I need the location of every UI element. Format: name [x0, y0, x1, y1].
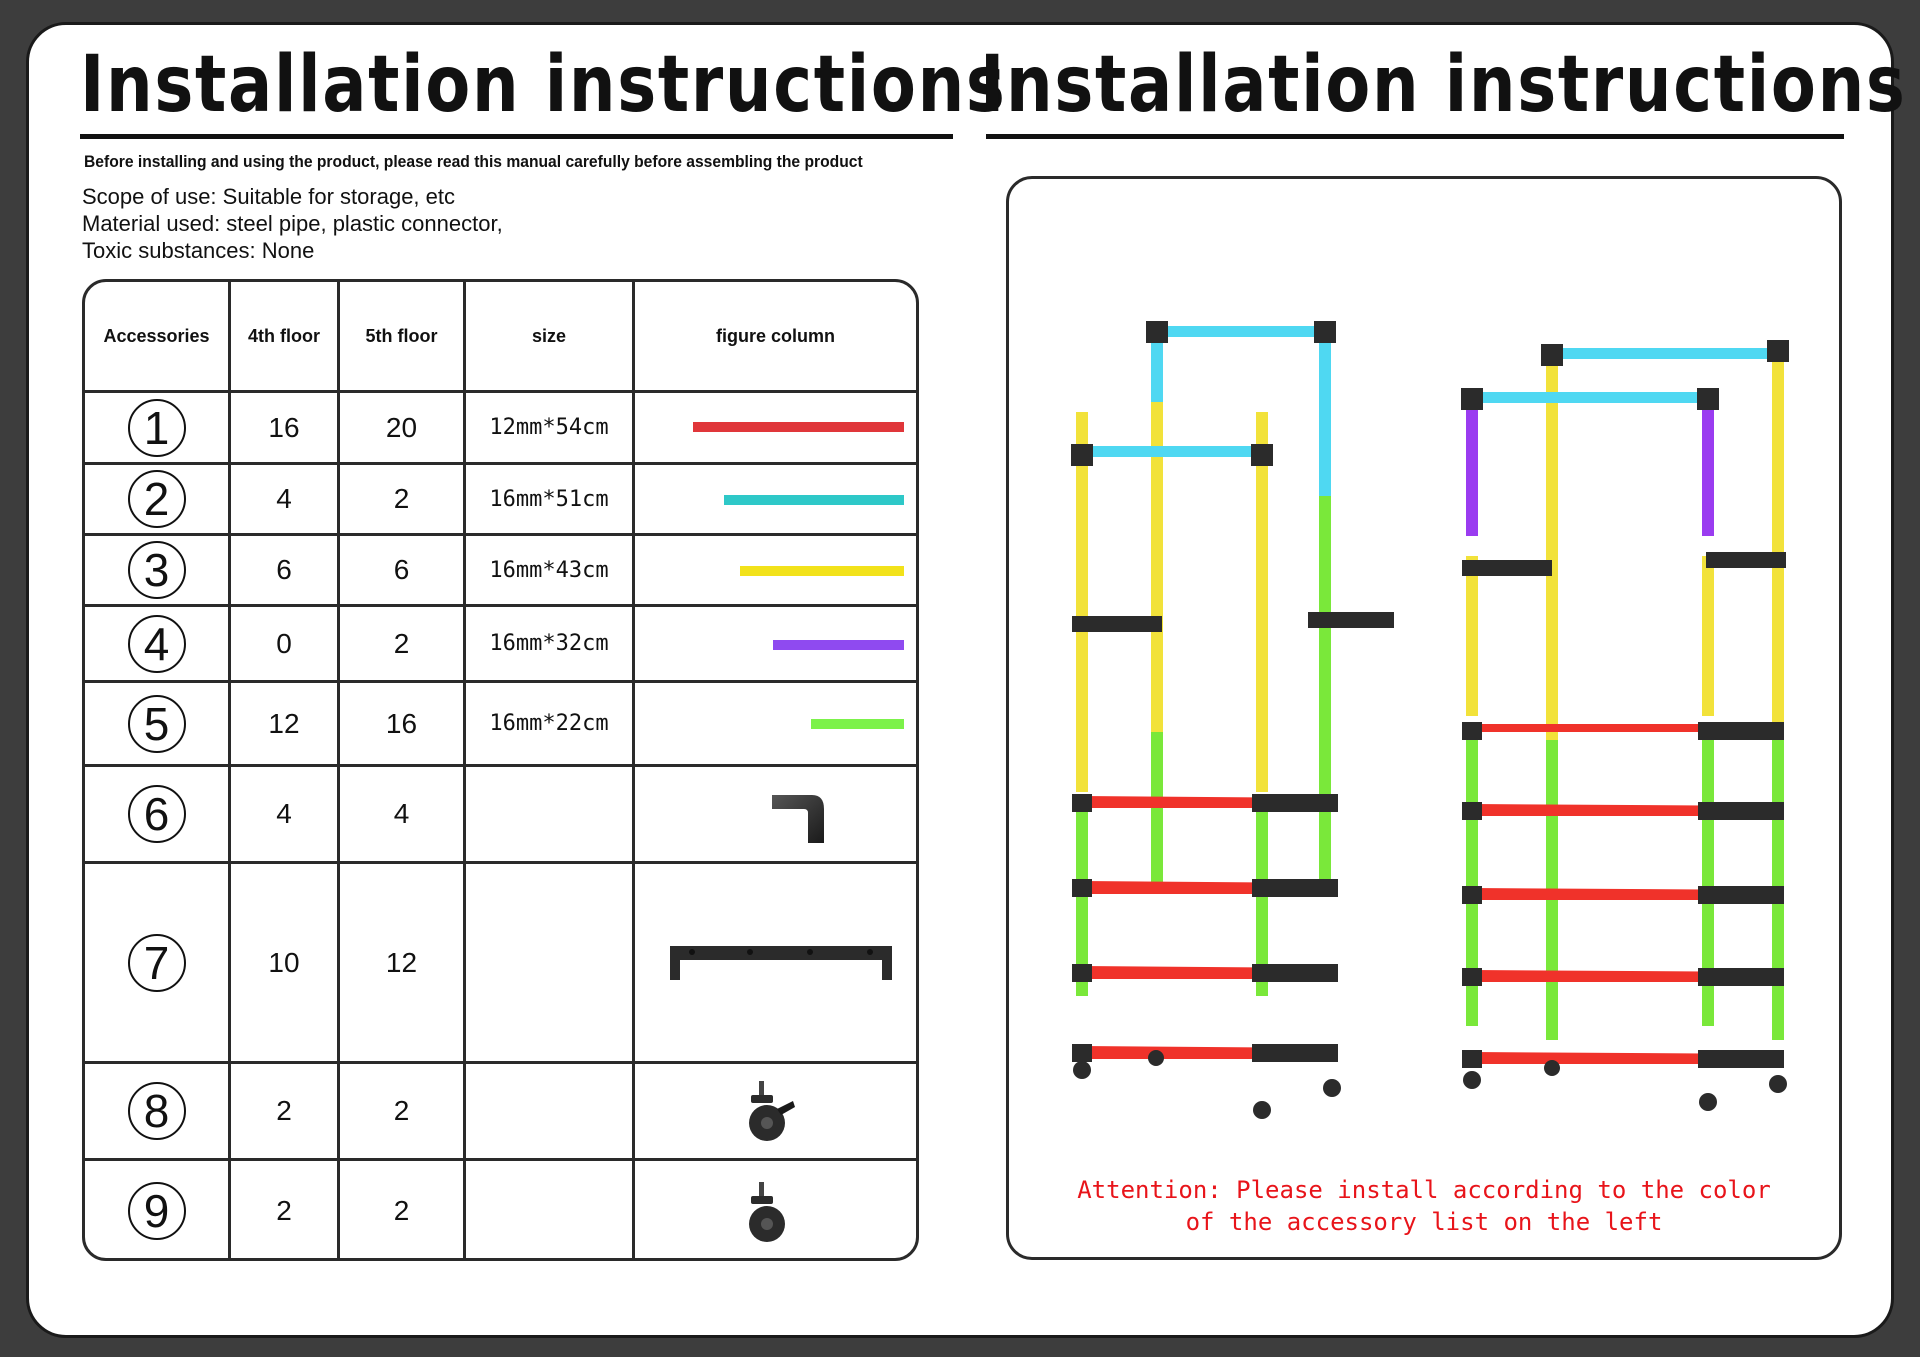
- qty-4th-floor: 6: [276, 554, 292, 585]
- qty-4th-floor: 12: [268, 707, 300, 739]
- qty-5th-floor: 16: [385, 707, 418, 739]
- accessory-number: 6: [127, 785, 186, 843]
- size-value: 16mm*32cm: [489, 631, 609, 656]
- size-value: 16mm*51cm: [489, 486, 609, 512]
- accessory-number: 9: [127, 1182, 186, 1240]
- row-divider: [85, 462, 916, 465]
- row-divider: [85, 604, 916, 607]
- qty-5th-floor: 2: [393, 1095, 410, 1126]
- qty-4th-floor: 4: [276, 483, 292, 514]
- row-divider: [85, 1061, 916, 1064]
- illustration-panel: [1006, 176, 1842, 1260]
- accessory-number: 2: [127, 470, 186, 528]
- 5th-floor-rack: [1461, 340, 1789, 1111]
- accessories-table: Accessories 4th floor 5th floor size fig…: [82, 279, 919, 1261]
- header-5th-floor: 5th floor: [365, 325, 438, 346]
- row-divider: [85, 861, 916, 864]
- title-underline-left: [80, 134, 953, 139]
- header-accessories: Accessories: [103, 325, 210, 346]
- spec-toxic: Toxic substances: None: [82, 238, 315, 263]
- qty-5th-floor: 20: [385, 411, 418, 443]
- table-row: 1: [85, 393, 228, 462]
- header-figure-column: figure column: [715, 325, 835, 346]
- col-divider: [228, 282, 231, 1258]
- elbow-connector-icon: [772, 795, 824, 843]
- spec-scope: Scope of use: Suitable for storage, etc: [82, 184, 456, 209]
- table-row: 6: [85, 767, 228, 861]
- table-row: 3: [85, 536, 228, 604]
- attention-note-line-1: Attention: Please install according to t…: [1077, 1176, 1771, 1204]
- col-divider: [337, 282, 340, 1258]
- header-4th-floor: 4th floor: [248, 325, 320, 346]
- red-tube-figure: [693, 422, 904, 432]
- qty-5th-floor: 4: [393, 798, 410, 829]
- yellow-tube-figure: [740, 566, 904, 576]
- row-divider: [85, 764, 916, 767]
- qty-4th-floor: 16: [268, 411, 300, 443]
- title-underline-right: [986, 134, 1844, 139]
- row-divider: [85, 533, 916, 536]
- attention-note-line-2: of the accessory list on the left: [1185, 1208, 1663, 1236]
- accessory-number: 1: [127, 398, 186, 457]
- qty-5th-floor: 2: [393, 483, 410, 514]
- header-size: size: [531, 325, 567, 346]
- size-value: 12mm*54cm: [489, 415, 609, 440]
- size-value: 16mm*22cm: [489, 711, 609, 736]
- qty-5th-floor: 6: [393, 554, 410, 585]
- size-value: 16mm*43cm: [489, 557, 609, 583]
- green-tube-figure: [811, 719, 904, 729]
- row-divider: [85, 1158, 916, 1161]
- qty-4th-floor: 0: [276, 627, 292, 659]
- purple-tube-figure: [773, 640, 904, 650]
- accessory-number: 8: [127, 1082, 186, 1140]
- caster-wheel-icon: [749, 1182, 785, 1242]
- subtitle: Before installing and using the product,…: [84, 152, 863, 171]
- title-right: Installation instructions: [980, 40, 1907, 130]
- row-divider: [85, 390, 916, 393]
- table-row: 9: [85, 1161, 228, 1258]
- qty-5th-floor: 12: [385, 946, 418, 978]
- table-row: 7: [85, 864, 228, 1061]
- crossbar-connector-icon: [670, 946, 892, 980]
- accessory-number: 3: [127, 541, 186, 599]
- spec-material: Material used: steel pipe, plastic conne…: [82, 211, 503, 236]
- row-divider: [85, 680, 916, 683]
- qty-5th-floor: 2: [393, 1195, 410, 1226]
- title-left: Installation instructions: [80, 40, 1007, 130]
- qty-4th-floor: 2: [276, 1195, 292, 1226]
- accessory-number: 7: [127, 933, 186, 992]
- 4th-floor-rack: [1071, 321, 1394, 1119]
- cyan-tube-figure: [724, 495, 904, 505]
- accessory-number: 4: [127, 614, 186, 673]
- caster-wheel-brake-icon: [749, 1081, 795, 1141]
- col-divider: [463, 282, 466, 1258]
- qty-4th-floor: 2: [276, 1095, 292, 1126]
- qty-4th-floor: 10: [268, 946, 300, 978]
- table-row: 8: [85, 1064, 228, 1158]
- col-divider: [632, 282, 635, 1258]
- table-row: 5: [85, 683, 228, 764]
- rack-illustration: [1071, 321, 1789, 1119]
- table-row: 2: [85, 465, 228, 533]
- qty-5th-floor: 2: [393, 627, 410, 659]
- table-row: 4: [85, 607, 228, 680]
- accessory-number: 5: [127, 694, 186, 753]
- qty-4th-floor: 4: [276, 798, 292, 829]
